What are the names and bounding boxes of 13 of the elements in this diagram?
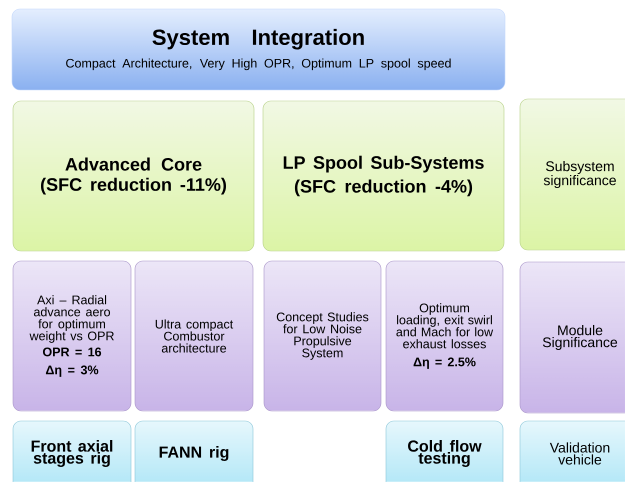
rig-box: Front axial stages rig [12, 420, 132, 482]
rig-box: FANN rig [134, 420, 254, 482]
module-box: Ultra compact Combustor architecture [134, 260, 254, 412]
module-box: Concept Studies for Low Noise Propulsive System [264, 260, 382, 412]
banner-box: System Integration Compact Architecture, Very High OPR, Optimum LP spool speed [12, 8, 506, 90]
category-box: Subsystem significance [520, 98, 625, 250]
category-box: Advanced Core (SFC reduction -11%) [12, 100, 254, 252]
module-box: Optimum loading, exit swirl and Mach for low exhaust losses Δη = 2.5% [386, 260, 504, 412]
category-box: LP Spool Sub-Systems (SFC reduction -4%) [262, 100, 504, 252]
module-box: Module Significance [520, 262, 625, 414]
module-box: Axi – Radial advance aero for optimum weight vs OPR OPR = 16 Δη = 3% [12, 260, 132, 412]
rig-box: Validation vehicle [520, 420, 625, 482]
rig-box: Cold flow testing [386, 420, 504, 482]
